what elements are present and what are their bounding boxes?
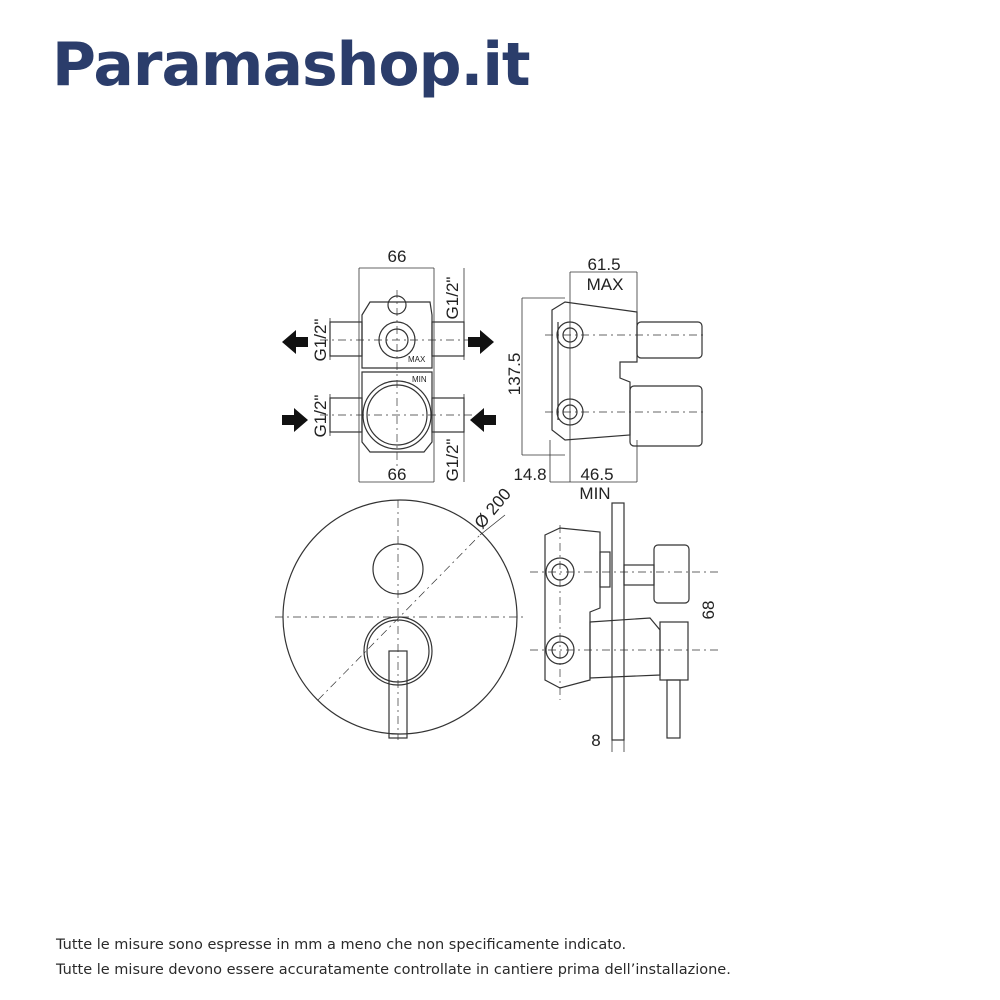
min-marking: MIN (412, 375, 427, 384)
dim-handle-length: 68 (699, 601, 718, 620)
brand-logo: Paramashop.it (52, 30, 531, 100)
footer-line-1: Tutte le misure sono espresse in mm a me… (56, 937, 627, 953)
dim-side-offset: 14.8 (513, 465, 546, 484)
dim-port-left-lower: G1/2" (311, 395, 330, 438)
dim-side-width: 61.5 (587, 255, 620, 274)
side-view-body (521, 271, 703, 483)
dim-side-depth-note: MIN (579, 484, 610, 503)
arrow-right-in-icon (282, 408, 308, 432)
flow-arrows (282, 330, 496, 432)
arrow-right-out-icon (468, 330, 494, 354)
max-marking: MAX (408, 355, 426, 364)
arrow-left-in-icon (470, 408, 496, 432)
dim-front-bottom-width: 66 (388, 465, 407, 484)
dim-plate-thickness: 8 (591, 731, 600, 750)
front-view-centerlines (320, 290, 475, 470)
dim-port-right-upper: G1/2" (443, 277, 462, 320)
dim-side-width-note: MAX (587, 275, 624, 294)
dim-front-top-width: 66 (388, 247, 407, 266)
side-assembly-view (544, 502, 690, 741)
dim-side-depth: 46.5 (580, 465, 613, 484)
footer-line-2: Tutte le misure devono essere accuratame… (56, 962, 731, 978)
dim-port-left-upper: G1/2" (311, 319, 330, 362)
plate-view (282, 499, 518, 739)
dim-side-height: 137.5 (505, 353, 524, 396)
dim-port-right-lower: G1/2" (443, 439, 462, 482)
arrow-left-out-icon (282, 330, 308, 354)
footer-notes: Tutte le misure sono espresse in mm a me… (56, 933, 731, 983)
